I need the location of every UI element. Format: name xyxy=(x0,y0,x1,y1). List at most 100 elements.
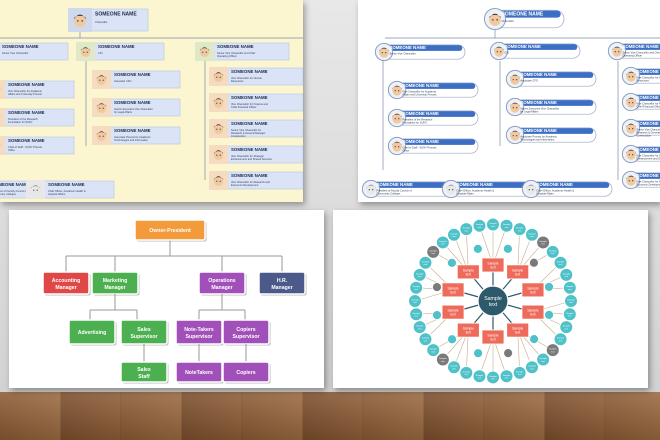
outer-label: Sample xyxy=(422,338,430,340)
box-background xyxy=(222,361,270,383)
inner-rect xyxy=(456,264,480,280)
inner-label: text xyxy=(450,313,455,317)
outer-circle xyxy=(499,218,514,233)
outer-label: Sample xyxy=(549,250,557,252)
outer-label: Sample xyxy=(430,250,438,252)
outer-label: Sample xyxy=(416,326,424,328)
person-title: Chief Financial Officer xyxy=(231,105,257,109)
manager-box: H.R.Manager xyxy=(258,271,307,296)
outer-label: text xyxy=(414,288,418,291)
outer-label: Sample xyxy=(439,358,447,360)
outer-label: text xyxy=(551,252,555,255)
box-background xyxy=(68,319,116,345)
avatar-icon xyxy=(0,110,5,125)
person-title: Vice Chancellor for Finance and xyxy=(636,102,660,106)
mid-circle xyxy=(503,243,513,254)
inner-rect xyxy=(456,322,480,338)
business-chart: Owner-PresidentAccountingManagerMarketin… xyxy=(42,219,307,384)
avatar-icon xyxy=(209,93,228,112)
outer-circle xyxy=(447,227,461,242)
mid-circle xyxy=(447,257,457,268)
box-label: H.R. xyxy=(277,278,288,284)
avatar-icon xyxy=(387,136,407,156)
person-name: SOMEONE NAME xyxy=(231,173,268,178)
inner-label: Sample xyxy=(527,286,538,290)
outer-label: text xyxy=(491,378,495,381)
person-title: President of the Research xyxy=(8,117,39,121)
outer-label: text xyxy=(530,367,534,370)
avatar-icon xyxy=(621,92,641,112)
outer-label: text xyxy=(424,339,428,342)
outer-circle xyxy=(525,227,539,242)
card-background xyxy=(0,42,69,61)
avatar-icon xyxy=(621,66,641,86)
person-title: for Legal Affairs xyxy=(520,110,539,114)
person-title: Senior Vice Chancellor xyxy=(2,51,28,55)
avatar-icon xyxy=(505,69,525,89)
avatar-icon xyxy=(387,80,407,100)
person-title: Chief Financial Officer xyxy=(636,105,660,109)
person-title: Senior Vice Chancellor for xyxy=(636,128,660,132)
outer-label: text xyxy=(413,301,417,304)
inner-rect xyxy=(506,322,530,338)
box-label: NoteTakers xyxy=(185,370,213,376)
outer-label: text xyxy=(568,314,572,317)
person-title: Senior Vice Chancellor and Chief xyxy=(217,51,255,55)
inner-label: text xyxy=(466,331,471,335)
box-label: Operations xyxy=(208,278,235,284)
name-banner xyxy=(400,83,476,89)
outer-label: Sample xyxy=(528,366,536,368)
person-title: Operating Officer xyxy=(622,54,642,58)
card-background xyxy=(0,80,75,99)
outer-label: Sample xyxy=(463,371,471,373)
person-name: SOMEONE NAME xyxy=(504,44,541,49)
owner-president-box: Owner-President xyxy=(134,219,207,242)
person-name: SOMEONE NAME xyxy=(114,100,151,105)
outer-label: Sample xyxy=(503,375,511,377)
name-banner xyxy=(518,100,594,106)
center-circle xyxy=(477,285,509,317)
outer-circle xyxy=(553,332,568,347)
inner-label: text xyxy=(515,331,520,335)
avatar-icon xyxy=(505,125,525,145)
card-background xyxy=(0,108,75,127)
person-title: Vice Chancellor for Academic xyxy=(402,90,437,94)
name-banner xyxy=(518,72,594,78)
outer-circle xyxy=(562,307,577,322)
outer-label: text xyxy=(551,350,555,353)
person-title: Construction xyxy=(231,134,246,138)
person-title: Office xyxy=(8,148,15,152)
box-label: Staff xyxy=(138,374,150,380)
box-background xyxy=(134,219,206,241)
person-title: Vice Chancellor for Academic xyxy=(8,89,43,93)
avatar-icon xyxy=(209,119,228,138)
avatar-icon xyxy=(621,170,641,190)
name-banner xyxy=(634,173,660,179)
inner-label: text xyxy=(530,290,535,294)
avatar-icon xyxy=(92,98,111,117)
